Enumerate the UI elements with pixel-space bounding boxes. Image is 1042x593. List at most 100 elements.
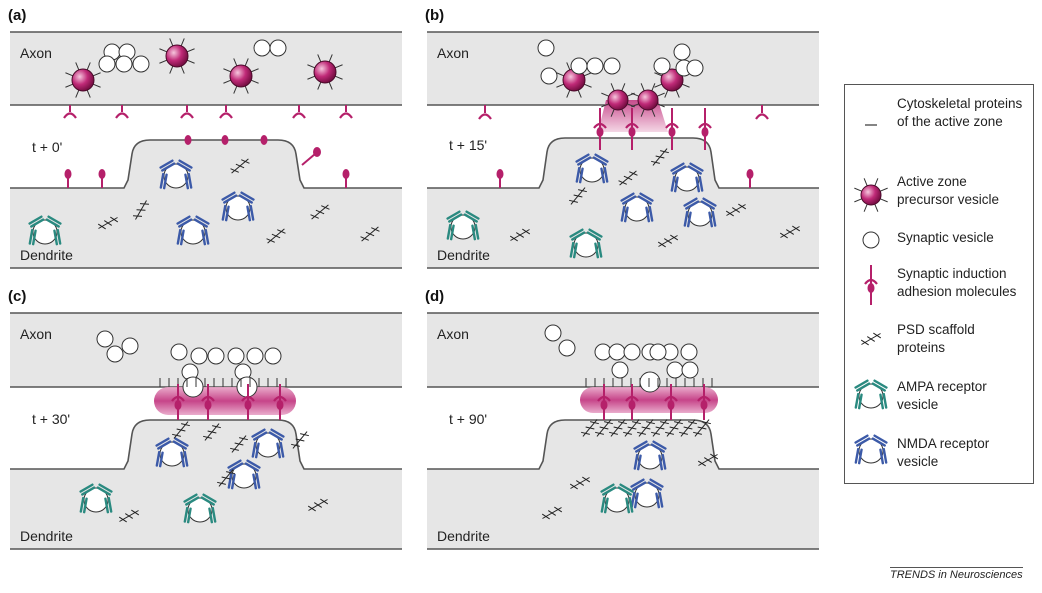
psd-scaffold-protein — [307, 498, 329, 512]
adhesion-molecule-postsynaptic — [260, 135, 268, 145]
nmda-receptor-vesicle — [251, 428, 285, 459]
nmda-receptor-vesicle — [176, 215, 210, 246]
psd-scaffold-protein — [266, 228, 286, 244]
adhesion-molecule-pair — [665, 108, 679, 150]
synaptic-vesicle — [190, 347, 208, 365]
dendrite-membrane — [10, 139, 402, 189]
adhesion-molecule-postsynaptic — [746, 169, 754, 188]
legend-cytoskeletal-label: Cytoskeletal proteins of the active zone — [897, 96, 1023, 129]
axon-compartment — [10, 32, 402, 105]
panel-label: (b) — [425, 7, 444, 24]
adhesion-molecule-pair — [241, 384, 255, 420]
active-zone-precursor-vesicle — [854, 178, 888, 212]
synaptic-vesicle — [537, 39, 555, 57]
time-label: t + 0' — [32, 139, 62, 155]
synaptic-vesicle — [608, 343, 626, 361]
synaptic-vesicle — [544, 324, 562, 342]
psd-scaffold-protein — [665, 419, 683, 437]
adhesion-band — [580, 387, 718, 413]
legend-icons — [854, 124, 888, 465]
psd-scaffold-protein — [230, 158, 250, 174]
synaptic-vesicle — [666, 361, 684, 379]
psd-scaffold-protein — [779, 225, 801, 239]
nmda-receptor-vesicle — [620, 192, 654, 223]
psd-scaffold-protein — [310, 204, 330, 220]
ampa-receptor-vesicle — [600, 483, 634, 514]
synaptic-vesicle — [686, 59, 704, 77]
synaptic-vesicle — [132, 55, 150, 73]
nmda-receptor-vesicle — [575, 153, 609, 184]
legend-ampa-label: AMPA receptor vesicle — [897, 379, 987, 412]
panel-label: (c) — [8, 288, 26, 305]
psd-scaffold-protein — [657, 234, 679, 248]
psd-scaffold-protein — [360, 226, 380, 242]
psd-scaffold-protein — [595, 419, 613, 437]
psd-scaffold-protein — [609, 419, 627, 437]
adhesion-molecule-presynaptic — [339, 105, 353, 119]
active-zone-precursor-vesicle — [159, 38, 195, 74]
dendrite-membrane — [10, 419, 402, 470]
psd-scaffold-protein — [697, 453, 719, 467]
ampa-receptor-vesicle — [79, 483, 113, 514]
adhesion-molecule-presynaptic — [180, 105, 194, 119]
adhesion-molecule-pair — [597, 384, 611, 420]
precursor-vesicle-icon — [854, 178, 888, 212]
psd-scaffold-protein — [203, 423, 221, 441]
figure-credit: TRENDS in Neurosciences — [890, 567, 1023, 581]
psd-scaffold-protein — [291, 431, 309, 449]
synaptic-vesicle — [269, 39, 287, 57]
synaptic-vesicle — [170, 343, 188, 361]
active-zone-precursor-vesicle — [223, 58, 259, 94]
nmda-receptor-vesicle — [854, 434, 888, 465]
adhesion-molecule-presynaptic — [219, 105, 233, 119]
psd-scaffold-protein — [97, 216, 119, 230]
synaptic-vesicle — [558, 339, 576, 357]
synaptic-vesicle — [246, 347, 264, 365]
legend-nmda-label: NMDA receptor vesicle — [897, 436, 990, 469]
synaptic-vesicle — [96, 330, 114, 348]
nmda-receptor-vesicle — [227, 459, 261, 490]
adhesion-molecule-pair — [664, 384, 678, 420]
synaptic-vesicle — [207, 347, 225, 365]
legend-precursor-label: Active zone precursor vesicle — [897, 174, 1000, 207]
psd-scaffold-icon — [860, 332, 882, 346]
axon-label: Axon — [437, 45, 469, 61]
axon-compartment — [10, 313, 402, 387]
adhesion-molecule-pair — [698, 108, 712, 150]
synaptic-vesicle — [106, 345, 124, 363]
psd-scaffold-protein — [651, 148, 669, 166]
synaptic-vesicle — [586, 57, 604, 75]
psd-scaffold-protein — [679, 419, 697, 437]
dendrite-compartment — [427, 420, 819, 549]
nmda-receptor-vesicle — [630, 478, 664, 509]
adhesion-molecule-presynaptic — [115, 105, 129, 119]
nmda-receptor-vesicle — [633, 440, 667, 471]
dendrite-label: Dendrite — [437, 528, 490, 544]
nmda-receptor-vesicle — [155, 437, 189, 468]
ampa-receptor-vesicle — [569, 228, 603, 259]
ampa-receptor-icon — [854, 379, 888, 410]
adhesion-molecule-postsynaptic — [221, 135, 229, 145]
psd-scaffold-protein — [230, 435, 248, 453]
nmda-receptor-vesicle — [683, 197, 717, 228]
adhesion-molecule-pair — [625, 108, 639, 150]
legend-psd-label: PSD scaffold proteins — [897, 322, 975, 355]
nmda-receptor-icon — [854, 434, 888, 465]
dendrite-membrane — [427, 137, 819, 189]
synaptic-vesicle-icon — [862, 231, 880, 249]
psd-scaffold-protein — [172, 421, 190, 439]
time-label: t + 30' — [32, 411, 70, 427]
adhesion-molecule-icon — [864, 265, 878, 305]
legend-adhesion-label: Synaptic induction adhesion molecules — [897, 266, 1017, 299]
adhesion-molecule-postsynaptic — [496, 169, 504, 188]
active-zone-precursor-vesicle — [631, 83, 665, 117]
time-label: t + 90' — [449, 411, 487, 427]
panel-label: (a) — [8, 7, 26, 24]
ampa-receptor-vesicle — [446, 210, 480, 241]
psd-scaffold-protein — [118, 509, 140, 523]
synaptic-vesicle — [623, 343, 641, 361]
psd-scaffold-protein — [623, 419, 641, 437]
